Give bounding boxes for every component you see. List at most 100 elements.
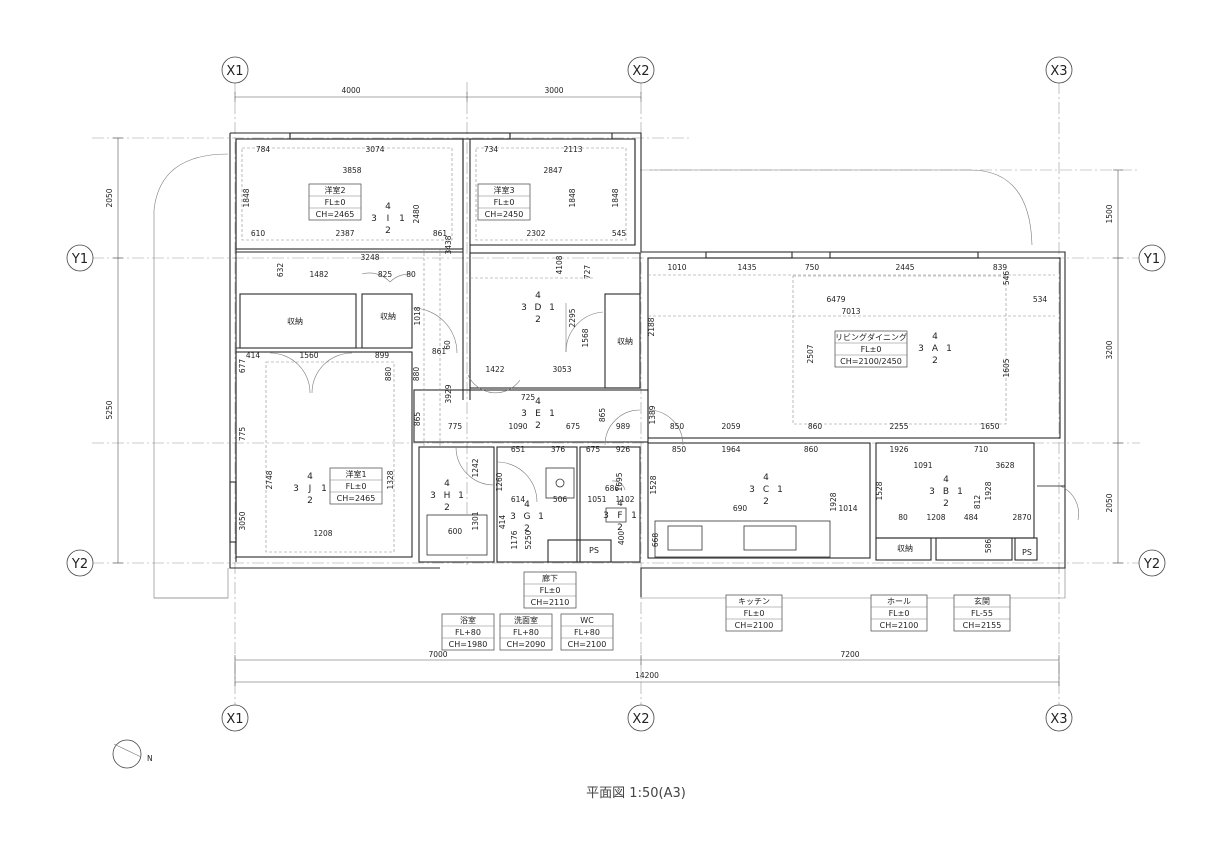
callout-bottom: 2: [763, 497, 769, 507]
dimension-label: 414: [498, 515, 507, 530]
room-name: キッチン: [738, 597, 770, 606]
dimension-label: 1650: [980, 422, 999, 431]
room-spec: CH=2465: [316, 210, 355, 219]
grid-label-x3-top: X3: [1050, 64, 1067, 79]
callout-left: 3: [293, 484, 299, 494]
dimension-label: 989: [616, 422, 631, 431]
dimension-label: 880: [412, 367, 421, 382]
dimension-label: 2445: [895, 263, 914, 272]
dimension-label: 2847: [543, 166, 562, 175]
dimension-label: 1328: [386, 470, 395, 489]
dimension-label: 1926: [889, 445, 908, 454]
dimension-label: 850: [670, 422, 685, 431]
room-name: 玄関: [974, 596, 990, 606]
callout-bottom: 2: [524, 524, 530, 534]
dimension-label: 865: [413, 412, 422, 427]
room-name: リビングダイニング: [835, 332, 907, 342]
dimension-label: 734: [484, 145, 499, 154]
dimension-label: 1848: [568, 188, 577, 207]
dimension-label: 1208: [313, 529, 332, 538]
dimension-label: 1848: [242, 188, 251, 207]
callout-left: 3: [371, 214, 377, 224]
dimension-label: 2507: [806, 344, 815, 363]
callout-bottom: 2: [932, 356, 938, 366]
room-spec: CH=2100: [568, 640, 607, 649]
callout-letter: C: [763, 485, 769, 495]
dimension-label: 1560: [299, 351, 318, 360]
callout-bottom: 2: [307, 496, 313, 506]
dimension-label: 812: [973, 495, 982, 510]
callout-letter: B: [943, 487, 949, 497]
dimension-label: 632: [276, 263, 285, 278]
dimension-label: 60: [443, 340, 452, 350]
dimension-label: 4108: [555, 255, 564, 274]
room-spec: FL±0: [494, 198, 515, 207]
callout-top: 4: [943, 475, 949, 485]
dimension-label: 2113: [563, 145, 582, 154]
dimension-label: 534: [1033, 295, 1048, 304]
dimension-label: 1301: [471, 511, 480, 530]
dimension-label: 1568: [581, 328, 590, 347]
drawing-title: 平面図 1:50(A3): [586, 786, 686, 801]
dimension-label: 545: [612, 229, 627, 238]
interior-dash-lines: [241, 147, 1055, 553]
callout-letter: I: [387, 214, 390, 224]
dimension-label: 1091: [913, 461, 932, 470]
dimension-label: 677: [238, 359, 247, 374]
grid-label-x3-bottom: X3: [1050, 712, 1067, 727]
room-spec: CH=1980: [449, 640, 488, 649]
dimension-label: 400: [617, 531, 626, 546]
dimension-label: 80: [898, 513, 908, 522]
room-name: 洋室3: [493, 185, 514, 195]
callout-left: 3: [603, 511, 609, 521]
callout-bottom: 2: [385, 226, 391, 236]
callout-right: 1: [538, 512, 544, 522]
dimension-label: 2255: [889, 422, 908, 431]
dimension-label: 860: [808, 422, 823, 431]
dimension-label: 926: [616, 445, 631, 454]
dim-bottom-x1-x2: 7000: [428, 650, 447, 659]
dimension-label: 651: [511, 445, 526, 454]
dimension-label: 686: [605, 484, 620, 493]
callout-right: 1: [957, 487, 963, 497]
dimension-label: 750: [805, 263, 820, 272]
dimension-label: 1482: [309, 270, 328, 279]
dimension-label: 675: [566, 422, 581, 431]
storage-label-2: 収納: [380, 311, 396, 321]
room-spec: CH=2465: [337, 494, 376, 503]
dimension-label: 727: [583, 265, 592, 280]
dimension-label: 1695: [615, 472, 624, 491]
callout-bottom: 2: [943, 499, 949, 509]
dimension-label: 899: [375, 351, 390, 360]
callout-left: 3: [521, 409, 527, 419]
grid-label-x1-bottom: X1: [226, 712, 243, 727]
callout-right: 1: [549, 409, 555, 419]
room-spec: CH=2090: [507, 640, 546, 649]
dimension-label: 1389: [648, 405, 657, 424]
callout-top: 4: [524, 500, 530, 510]
callout-left: 3: [510, 512, 516, 522]
dimension-label: 850: [672, 445, 687, 454]
storage-label-1: 収納: [287, 316, 303, 326]
dimension-label: 865: [598, 408, 607, 423]
storage-label-4: 収納: [897, 543, 913, 553]
dimension-label: 3929: [444, 384, 453, 403]
dimension-label: 1848: [611, 188, 620, 207]
grid-label-y2-left: Y2: [71, 557, 88, 572]
balcony-outlines: [153, 153, 1066, 599]
dim-left-upper: 2050: [105, 188, 114, 207]
dimension-label: 2302: [526, 229, 545, 238]
callout-letter: F: [617, 511, 622, 521]
callout-letter: D: [535, 303, 542, 313]
